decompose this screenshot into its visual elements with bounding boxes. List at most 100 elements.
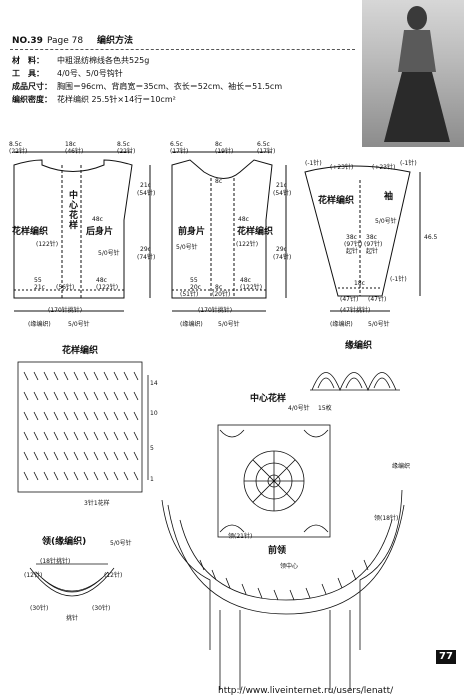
sleeve-top-2: (+23针) [372, 164, 396, 171]
back-base-needle: 5/0号针 [68, 321, 90, 328]
sleeve-mid-2: (97针) [344, 241, 363, 248]
row-marker-1: 1 [150, 476, 154, 483]
back-pattern-label: 花样编织 [12, 227, 49, 237]
sleeve-mid-4: 38c [366, 234, 377, 241]
front-top-dim-mid: 8c [215, 141, 223, 148]
sleeve-mid-3: 起针 [346, 248, 359, 255]
sleeve-mid-5: (97针) [364, 241, 383, 248]
sleeve-base-needle: 5/0号针 [368, 321, 390, 328]
back-piece-label: 后身片 [86, 227, 114, 237]
collar-title: 领(缘编织) [42, 537, 87, 547]
sleeve-right-dim-2: (-1针) [390, 276, 407, 283]
front-mid-sts: (122针) [236, 241, 259, 248]
back-top-dim-mid: 18c [65, 141, 76, 148]
page-ref: Page 78 [47, 36, 84, 46]
back-center-label: 中心花样 [67, 190, 77, 230]
front-neck-label-3: 缘编织 [392, 463, 411, 470]
back-top-dim-right: 8.5c [117, 141, 130, 148]
back-bottom-3: (56针) [56, 284, 75, 291]
page-number: 77 [436, 650, 456, 664]
front-mid-width: 48c [238, 216, 249, 223]
size-value: 胸围＝96cm、背肩宽＝35cm、衣长＝52cm、袖长＝51.5cm [57, 82, 283, 91]
front-needle: 5/0号针 [176, 244, 198, 251]
back-bottom-1: 55 [34, 277, 42, 284]
sleeve-bottom-3: (47针) [368, 296, 387, 303]
collar-label-5: (12针) [104, 572, 123, 579]
front-right-dim-4: (74针) [273, 254, 292, 261]
back-right-dim-2: (54针) [137, 190, 156, 197]
materials-label: 材 料： [12, 56, 44, 65]
collar-label-1: (18针挑针) [40, 558, 71, 565]
front-piece-label: 前身片 [178, 227, 206, 237]
front-pattern-label: 花样编织 [237, 227, 274, 237]
back-bottom-4: 48c [96, 277, 107, 284]
front-bottom-3: (51针) [180, 291, 199, 298]
front-right-dim-3: 29c [276, 246, 287, 253]
back-base-edge: (缘编织) [28, 321, 51, 328]
front-neck-label-4: 领中心 [280, 563, 299, 570]
back-mid-width: 48c [92, 216, 103, 223]
front-base-needle: 5/0号针 [218, 321, 240, 328]
front-bottom-5: (20针) [212, 291, 231, 298]
back-bottom-5: (122针) [96, 284, 119, 291]
back-right-dim-1: 21c [140, 182, 151, 189]
center-motif-title: 中心花样 [250, 394, 287, 404]
tools-value: 4/0号、5/0号钩针 [57, 69, 123, 78]
front-top-dim-right: 6.5c [257, 141, 270, 148]
back-bottom-2: 21c [34, 284, 45, 291]
sleeve-mid-1: 38c [346, 234, 357, 241]
front-base-sts: (170针挑针) [198, 307, 233, 314]
sleeve-top-1: (+23针) [330, 164, 354, 171]
center-motif-needle: 4/0号针 [288, 405, 310, 412]
collar-label-2: (12针) [24, 572, 43, 579]
materials-value: 中粗混纺棉线各色共525g [57, 56, 150, 65]
back-right-dim-3: 29c [140, 246, 151, 253]
back-top-sts-left: (22针) [9, 148, 28, 155]
back-base-sts: (170针挑针) [48, 307, 83, 314]
row-marker-5: 5 [150, 445, 154, 452]
front-bottom-1: 55 [190, 277, 198, 284]
front-neck-depth: 8c [215, 178, 223, 185]
front-neck-title: 前领 [268, 546, 287, 556]
sleeve-right-dim-1: 46.5 [424, 234, 438, 241]
front-right-dim-1: 21c [276, 182, 287, 189]
size-label: 成品尺寸： [12, 82, 52, 91]
front-top-sts-mid: (19针) [215, 148, 234, 155]
center-motif-count: 15枚 [318, 405, 332, 412]
collar-label-3: (30针) [30, 605, 49, 612]
tools-label: 工 具： [12, 69, 44, 78]
sleeve-top-3: (-1针) [305, 160, 322, 167]
edge-chart-title: 缘编织 [345, 341, 373, 351]
sleeve-top-4: (-1针) [400, 160, 417, 167]
row-marker-10: 10 [150, 410, 158, 417]
sleeve-base-sts: (47针挑针) [340, 307, 371, 314]
front-bottom-4: 8c [215, 284, 223, 291]
sleeve-pattern-label: 花样编织 [318, 196, 355, 206]
gauge-label: 编织密度： [12, 95, 52, 104]
front-top-sts-left: (17针) [170, 148, 189, 155]
back-top-sts-right: (22针) [117, 148, 136, 155]
front-neck-label-1: 领(21针) [228, 533, 253, 540]
repeat-label: 3针1花样 [84, 500, 110, 507]
front-base-edge: (缘编织) [180, 321, 203, 328]
back-right-dim-4: (74针) [137, 254, 156, 261]
sleeve-mid-6: 起针 [366, 248, 379, 255]
sleeve-base-edge: (缘编织) [330, 321, 353, 328]
sleeve-bottom-2: (47针) [340, 296, 359, 303]
row-marker-14: 14 [150, 380, 158, 387]
front-bottom-2: 20c [190, 284, 201, 291]
collar-label-4: (30针) [92, 605, 111, 612]
front-top-sts-right: (17针) [257, 148, 276, 155]
collar-needle: 5/0号针 [110, 540, 132, 547]
front-right-dim-2: (54针) [273, 190, 292, 197]
gauge-value: 花样编织 25.5针×14行＝10cm² [57, 95, 176, 104]
front-bottom-6: 48c [240, 277, 251, 284]
watermark-url: http://www.liveinternet.ru/users/lenatt/ [218, 686, 394, 696]
back-needle: 5/0号针 [98, 250, 120, 257]
back-mid-sts: (122针) [36, 241, 59, 248]
collar-label-6: 挑针 [66, 615, 79, 622]
back-top-dim-left: 8.5c [9, 141, 22, 148]
front-bottom-7: (122针) [240, 284, 263, 291]
front-top-dim-left: 6.5c [170, 141, 183, 148]
